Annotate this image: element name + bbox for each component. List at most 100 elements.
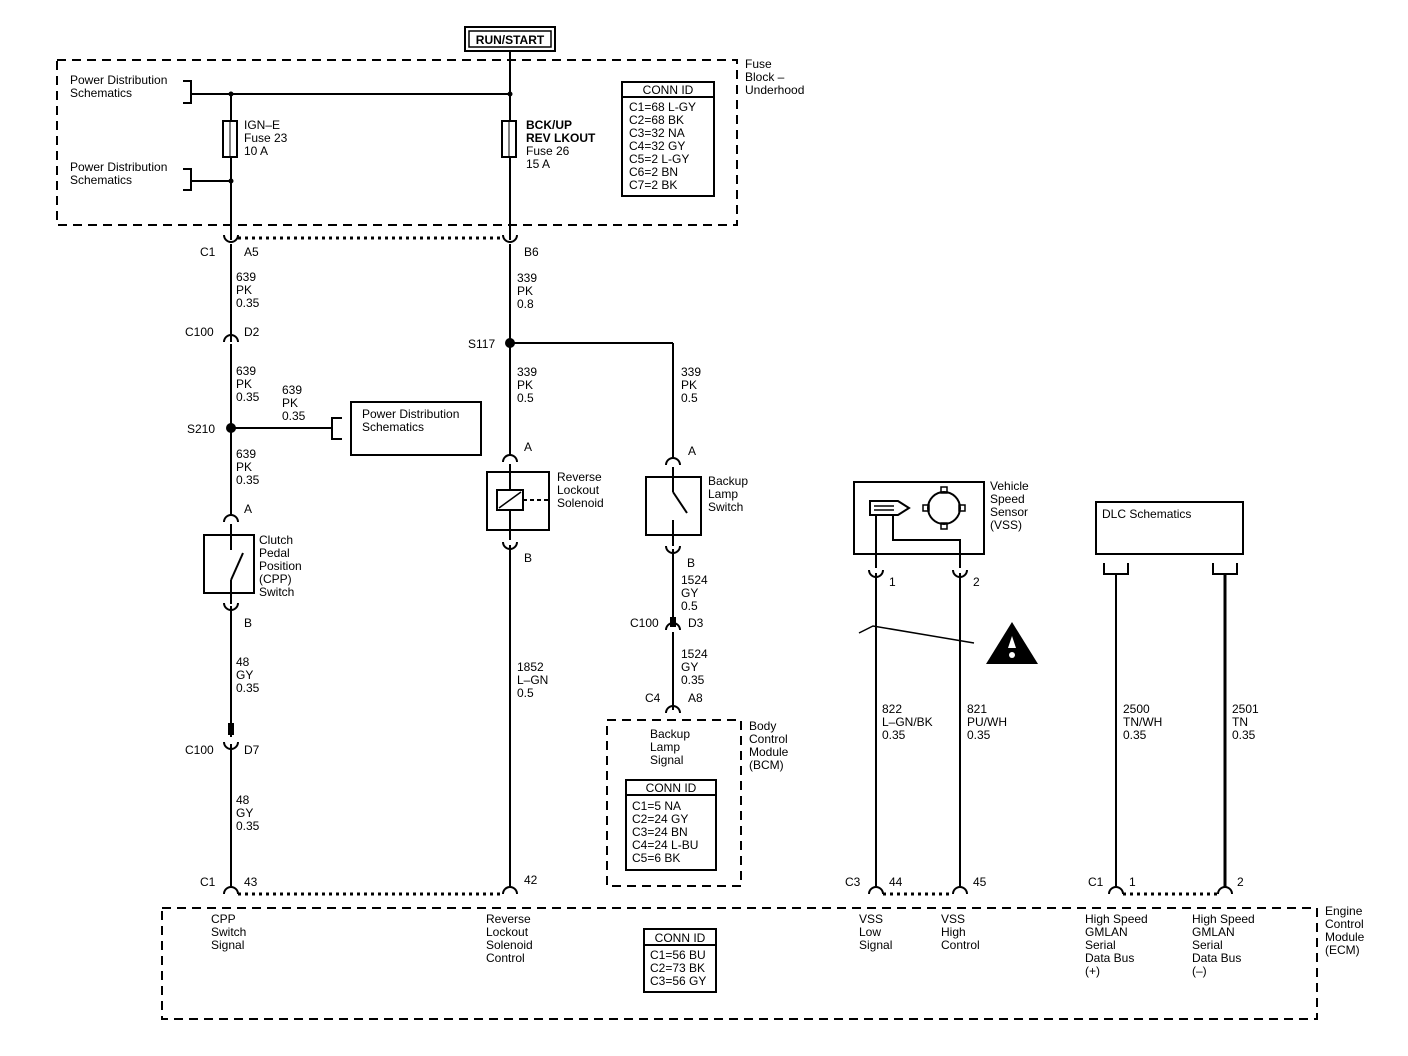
svg-text:C4=32 GY: C4=32 GY bbox=[629, 139, 685, 153]
svg-text:Fuse 26: Fuse 26 bbox=[526, 144, 570, 158]
svg-text:Fuse 23: Fuse 23 bbox=[244, 131, 288, 145]
svg-text:RUN/START: RUN/START bbox=[476, 33, 545, 47]
fuse-26: BCK/UP REV LKOUT Fuse 26 15 A bbox=[501, 118, 596, 171]
fuse-block-label: Fuse Block – Underhood bbox=[745, 57, 804, 97]
ecm-gmlan-minus: High Speed GMLAN Serial Data Bus (–) bbox=[1192, 912, 1255, 978]
svg-text:10 A: 10 A bbox=[244, 144, 268, 158]
svg-text:C4: C4 bbox=[645, 691, 661, 705]
svg-text:CONN ID: CONN ID bbox=[655, 931, 706, 945]
svg-text:2: 2 bbox=[1237, 875, 1244, 889]
svg-text:C1: C1 bbox=[200, 245, 216, 259]
svg-text:VSS: VSS bbox=[859, 912, 883, 926]
svg-text:B: B bbox=[524, 551, 532, 565]
svg-text:D3: D3 bbox=[688, 616, 704, 630]
svg-text:Block –: Block – bbox=[745, 70, 785, 84]
svg-text:C1: C1 bbox=[1088, 875, 1104, 889]
svg-text:Engine: Engine bbox=[1325, 904, 1363, 918]
svg-text:High Speed: High Speed bbox=[1192, 912, 1255, 926]
svg-text:Control: Control bbox=[486, 951, 525, 965]
svg-text:0.5: 0.5 bbox=[517, 686, 534, 700]
svg-text:A8: A8 bbox=[688, 691, 703, 705]
run-start-label: RUN/START bbox=[464, 26, 556, 52]
svg-text:C100: C100 bbox=[185, 743, 214, 757]
svg-text:1852: 1852 bbox=[517, 660, 544, 674]
wire-1852: 1852 L–GN 0.5 bbox=[517, 660, 548, 700]
svg-text:TN/WH: TN/WH bbox=[1123, 715, 1162, 729]
svg-text:CPP: CPP bbox=[211, 912, 236, 926]
svg-text:2: 2 bbox=[973, 575, 980, 589]
svg-text:Power Distribution: Power Distribution bbox=[362, 407, 459, 421]
svg-text:Data Bus: Data Bus bbox=[1192, 951, 1241, 965]
cpp-switch: Clutch Pedal Position (CPP) Switch bbox=[203, 524, 302, 604]
wire-339-c: 339 PK 0.5 bbox=[681, 365, 701, 405]
power-distribution-ref-a: Power Distribution Schematics bbox=[70, 73, 192, 104]
svg-text:Speed: Speed bbox=[990, 492, 1025, 506]
svg-text:B6: B6 bbox=[524, 245, 539, 259]
svg-text:45: 45 bbox=[973, 875, 987, 889]
svg-text:GMLAN: GMLAN bbox=[1192, 925, 1235, 939]
svg-text:C1=68 L-GY: C1=68 L-GY bbox=[629, 100, 696, 114]
svg-text:Schematics: Schematics bbox=[70, 86, 132, 100]
vehicle-speed-sensor: Vehicle Speed Sensor (VSS) bbox=[853, 479, 1029, 568]
svg-text:339: 339 bbox=[517, 271, 537, 285]
svg-text:0.35: 0.35 bbox=[236, 681, 260, 695]
svg-text:IGN–E: IGN–E bbox=[244, 118, 280, 132]
bcm-box bbox=[606, 719, 742, 887]
backup-lamp-switch: Backup Lamp Switch bbox=[645, 467, 748, 546]
svg-text:PK: PK bbox=[517, 378, 533, 392]
svg-text:42: 42 bbox=[524, 873, 538, 887]
svg-text:BCK/UP: BCK/UP bbox=[526, 118, 572, 132]
svg-text:D2: D2 bbox=[244, 325, 260, 339]
svg-text:Backup: Backup bbox=[650, 727, 690, 741]
svg-text:0.5: 0.5 bbox=[681, 599, 698, 613]
svg-text:Lockout: Lockout bbox=[486, 925, 529, 939]
svg-text:(ECM): (ECM) bbox=[1325, 943, 1360, 957]
svg-text:PK: PK bbox=[517, 284, 533, 298]
svg-text:0.35: 0.35 bbox=[236, 473, 260, 487]
ecm-box bbox=[161, 907, 1318, 1020]
svg-text:Signal: Signal bbox=[859, 938, 892, 952]
svg-text:C100: C100 bbox=[185, 325, 214, 339]
svg-text:C2=24 GY: C2=24 GY bbox=[632, 812, 688, 826]
svg-text:639: 639 bbox=[282, 383, 302, 397]
svg-text:43: 43 bbox=[244, 875, 258, 889]
fuse-block-underhood-box bbox=[56, 59, 738, 226]
wire-2501: 2501 TN 0.35 bbox=[1232, 702, 1259, 742]
svg-text:GY: GY bbox=[236, 806, 253, 820]
ecm-vss-high-control: VSS High Control bbox=[941, 912, 980, 952]
svg-text:Underhood: Underhood bbox=[745, 83, 804, 97]
fuse-23: IGN–E Fuse 23 10 A bbox=[222, 118, 288, 158]
svg-text:Low: Low bbox=[859, 925, 881, 939]
svg-text:Solenoid: Solenoid bbox=[557, 496, 604, 510]
svg-text:(CPP): (CPP) bbox=[259, 572, 292, 586]
svg-text:15 A: 15 A bbox=[526, 157, 550, 171]
svg-text:Lockout: Lockout bbox=[557, 483, 600, 497]
svg-text:Lamp: Lamp bbox=[650, 740, 680, 754]
svg-text:Fuse: Fuse bbox=[745, 57, 772, 71]
svg-text:Module: Module bbox=[749, 745, 789, 759]
svg-text:0.35: 0.35 bbox=[1232, 728, 1256, 742]
svg-text:C5=2 L-GY: C5=2 L-GY bbox=[629, 152, 689, 166]
svg-text:GY: GY bbox=[681, 660, 698, 674]
svg-text:0.35: 0.35 bbox=[1123, 728, 1147, 742]
svg-text:GMLAN: GMLAN bbox=[1085, 925, 1128, 939]
svg-text:B: B bbox=[687, 556, 695, 570]
svg-text:High: High bbox=[941, 925, 966, 939]
svg-text:S117: S117 bbox=[468, 337, 495, 351]
svg-text:VSS: VSS bbox=[941, 912, 965, 926]
wire-339-b: 339 PK 0.5 bbox=[517, 365, 537, 405]
svg-text:PK: PK bbox=[236, 283, 252, 297]
svg-text:C7=2 BK: C7=2 BK bbox=[629, 178, 677, 192]
svg-text:821: 821 bbox=[967, 702, 987, 716]
svg-text:44: 44 bbox=[889, 875, 903, 889]
svg-text:PK: PK bbox=[236, 377, 252, 391]
svg-text:48: 48 bbox=[236, 793, 250, 807]
fuse-block-conn-id: CONN ID C1=68 L-GY C2=68 BK C3=32 NA C4=… bbox=[621, 81, 715, 197]
svg-text:C3=32 NA: C3=32 NA bbox=[629, 126, 685, 140]
svg-text:Schematics: Schematics bbox=[362, 420, 424, 434]
svg-text:L–GN: L–GN bbox=[517, 673, 548, 687]
svg-text:GY: GY bbox=[681, 586, 698, 600]
svg-text:C100: C100 bbox=[630, 616, 659, 630]
twisted-pair-mark bbox=[858, 625, 975, 644]
svg-text:Switch: Switch bbox=[708, 500, 743, 514]
